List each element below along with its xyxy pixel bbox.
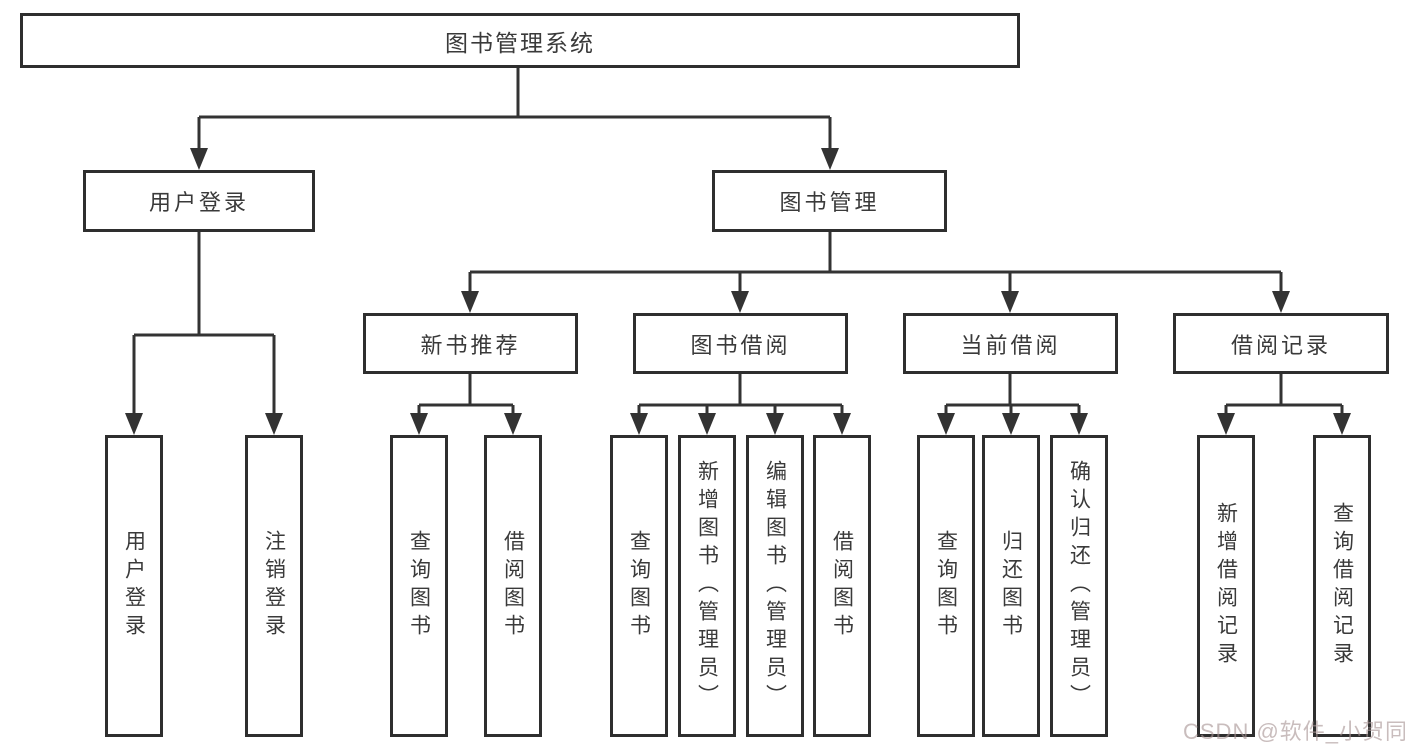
node-label: 确认归还（管理员） (1067, 460, 1091, 712)
node-label: 用户登录 (148, 190, 249, 215)
node-book-borrowing: 图书借阅 (633, 313, 848, 374)
node-label: 查询图书 (934, 530, 958, 642)
node-label: 编辑图书（管理员） (763, 460, 787, 712)
arrowhead-icons (125, 148, 1351, 435)
leaf-borrow-books-recommend: 借阅图书 (484, 435, 542, 737)
leaf-return-book: 归还图书 (982, 435, 1040, 737)
leaf-confirm-return-admin: 确认归还（管理员） (1050, 435, 1108, 737)
node-label: 查询图书 (627, 530, 651, 642)
leaf-query-books-borrowing: 查询图书 (610, 435, 668, 737)
node-label: 新增图书（管理员） (695, 460, 719, 712)
connector-segments (132, 68, 1344, 415)
node-borrowing-records: 借阅记录 (1173, 313, 1389, 374)
node-label: 图书借阅 (690, 332, 791, 358)
leaf-add-borrow-record: 新增借阅记录 (1197, 435, 1255, 737)
node-label: 查询借阅记录 (1330, 502, 1354, 670)
leaf-edit-book-admin: 编辑图书（管理员） (746, 435, 804, 737)
node-label: 用户登录 (122, 530, 146, 642)
node-label: 图书管理系统 (445, 29, 595, 56)
node-label: 查询图书 (407, 530, 431, 642)
node-new-book-recommendation: 新书推荐 (363, 313, 578, 374)
leaf-logout: 注销登录 (245, 435, 303, 737)
node-current-borrowing: 当前借阅 (903, 313, 1118, 374)
node-label: 新书推荐 (420, 332, 521, 358)
node-label: 注销登录 (262, 530, 286, 642)
node-library-management-system: 图书管理系统 (20, 13, 1020, 68)
node-user-login: 用户登录 (83, 170, 315, 232)
node-label: 借阅记录 (1230, 332, 1331, 358)
node-label: 借阅图书 (830, 530, 854, 642)
leaf-add-book-admin: 新增图书（管理员） (678, 435, 736, 737)
node-label: 借阅图书 (501, 530, 525, 642)
leaf-borrow-books: 借阅图书 (813, 435, 871, 737)
node-book-management: 图书管理 (712, 170, 947, 232)
leaf-query-borrow-record: 查询借阅记录 (1313, 435, 1371, 737)
node-label: 图书管理 (779, 190, 880, 215)
node-label: 新增借阅记录 (1214, 502, 1238, 670)
leaf-query-books-recommend: 查询图书 (390, 435, 448, 737)
node-label: 归还图书 (999, 530, 1023, 642)
leaf-query-books-current: 查询图书 (917, 435, 975, 737)
leaf-user-login: 用户登录 (105, 435, 163, 737)
node-label: 当前借阅 (960, 332, 1061, 358)
watermark: CSDN @软件_小贺同学 (1183, 719, 1405, 744)
